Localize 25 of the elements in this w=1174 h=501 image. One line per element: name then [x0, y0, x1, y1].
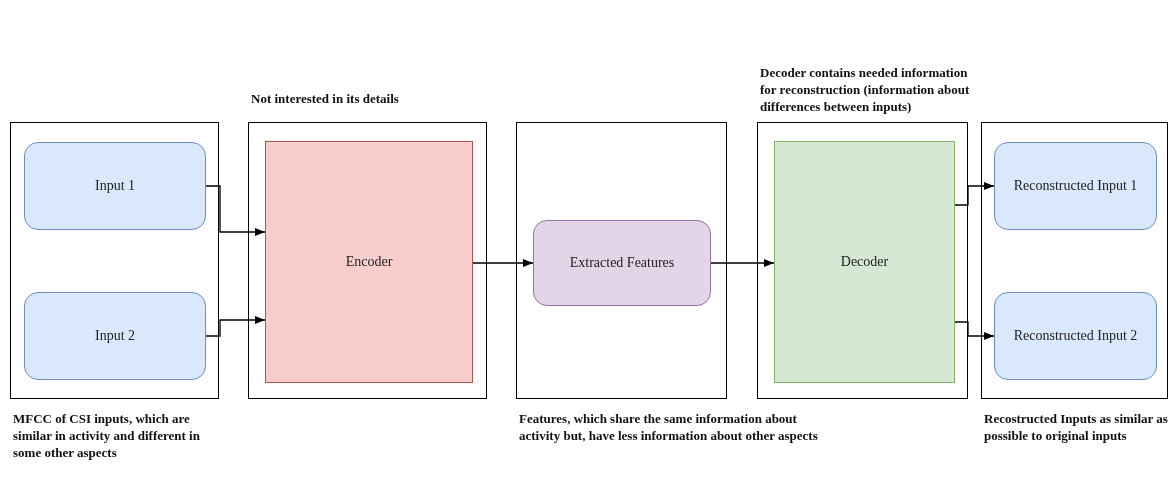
annotation-text: Features, which share the same information about activity but, have less information about other aspects — [519, 411, 819, 445]
annotation-text: Not interested in its details — [251, 91, 400, 108]
input-box — [24, 292, 206, 380]
node-label: Input 2 — [94, 328, 136, 344]
node-label: Reconstructed Input 1 — [1013, 178, 1138, 194]
arrow — [954, 321, 995, 341]
arrow — [205, 315, 266, 337]
node-label: Encoder — [345, 254, 393, 270]
input-box — [24, 142, 206, 230]
output-box — [994, 142, 1157, 230]
annotation-text: Recostructed Inputs as similar as possible to original inputs — [984, 411, 1169, 445]
encoder-box — [265, 141, 473, 383]
feature-box — [533, 220, 711, 306]
annotation-text: MFCC of CSI inputs, which are similar in activity and different in some other aspects — [13, 411, 201, 462]
node-label: Input 1 — [94, 178, 136, 194]
node-label: Extracted Features — [569, 255, 675, 271]
decoder-box — [774, 141, 955, 383]
arrow — [954, 181, 995, 206]
node-label: Reconstructed Input 2 — [1013, 328, 1138, 344]
node-label: Decoder — [840, 254, 889, 270]
arrow — [472, 258, 534, 268]
annotation-text: Decoder contains needed information for reconstruction (information about differences between inputs) — [760, 65, 971, 116]
arrow — [710, 258, 775, 268]
output-box — [994, 292, 1157, 380]
arrow — [205, 185, 266, 237]
